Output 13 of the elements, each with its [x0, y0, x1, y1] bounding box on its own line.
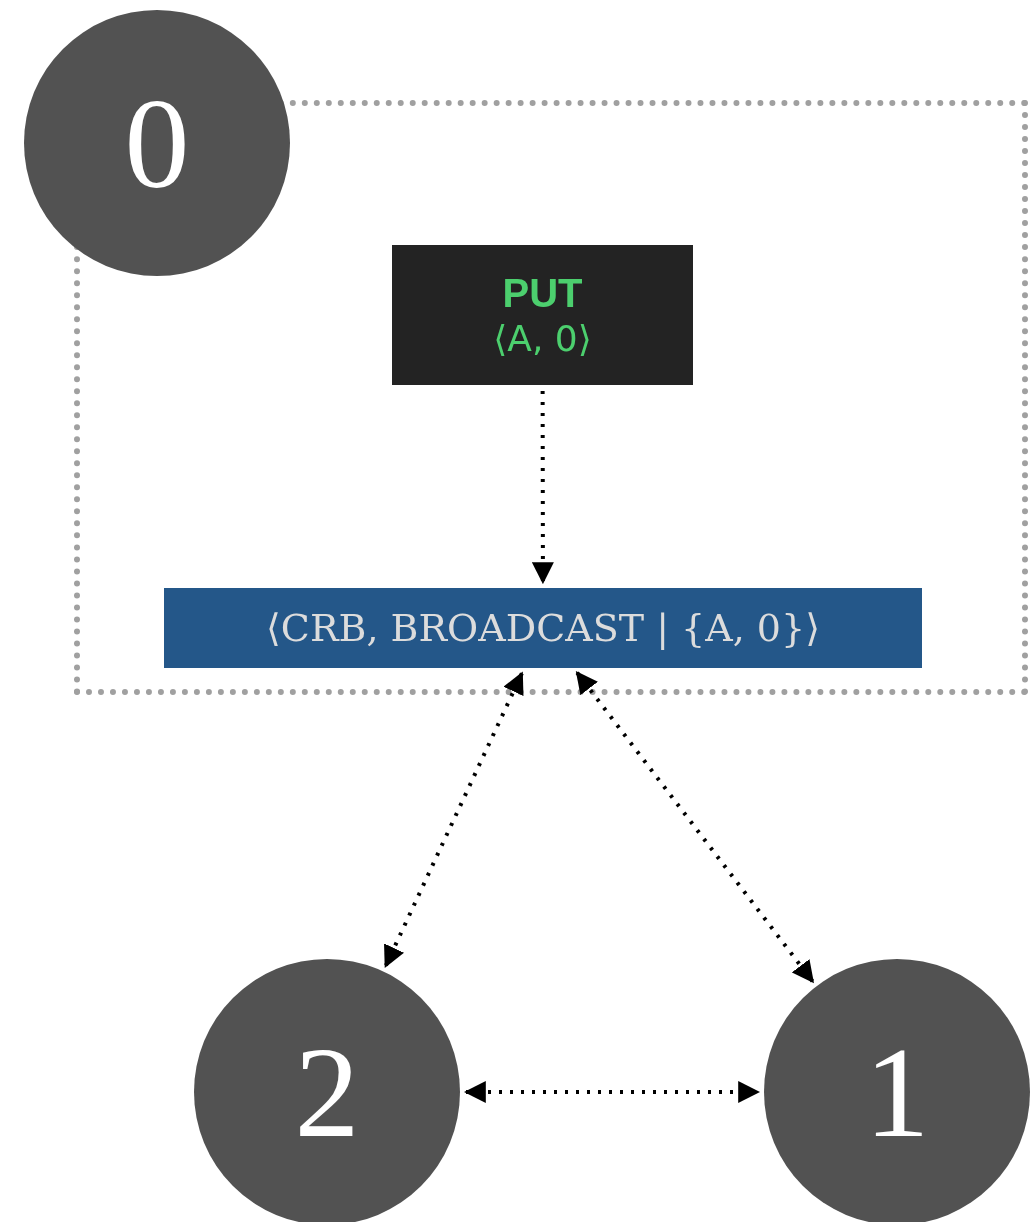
- node-number: 1: [864, 1027, 930, 1157]
- node-number: 2: [294, 1027, 360, 1157]
- command-arguments: ⟨A, 0⟩: [493, 319, 592, 359]
- dotted-frame: [74, 100, 1028, 695]
- command-box: [392, 245, 693, 385]
- command-name: PUT: [502, 271, 583, 316]
- node-number: 0: [124, 78, 190, 208]
- dotted-arrow: [575, 671, 815, 984]
- broadcast-bar: [164, 588, 922, 668]
- dotted-arrow: [463, 1081, 761, 1103]
- dotted-arrow: [531, 391, 554, 585]
- dotted-arrow: [383, 671, 524, 968]
- broadcast-label: ⟨CRB, BROADCAST | {A, 0}⟩: [266, 606, 820, 650]
